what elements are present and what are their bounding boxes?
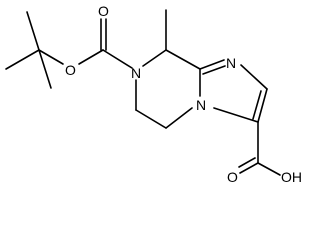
atom-n7: N <box>131 65 141 81</box>
bond-n1-c2 <box>240 64 268 90</box>
bond-carbonyl-n7 <box>102 49 133 69</box>
bond-cooh-c-o-double-2 <box>238 157 256 168</box>
atom-o-carbonyl-boc: O <box>98 3 109 19</box>
bond-tbu-o <box>38 49 64 65</box>
bond-tbu-methyl-bottom <box>38 49 52 89</box>
molecule-svg: O O N N N O OH <box>5 3 302 185</box>
atom-oh-acid: OH <box>281 169 302 185</box>
bond-c5-c6 <box>135 109 167 129</box>
bond-c8a-n1-double-2 <box>202 65 226 75</box>
bond-cooh-c-o-double-1 <box>239 162 259 174</box>
atom-o-carbonyl-acid: O <box>227 169 238 185</box>
bond-cooh-c-oh <box>257 162 281 176</box>
bond-c2-c3-double-1 <box>257 88 268 123</box>
bond-c3-n4 <box>213 107 259 123</box>
bond-c8a-n1-double-1 <box>199 59 225 70</box>
bond-n4-c5 <box>165 107 193 129</box>
bond-o-carbonyl-c <box>78 49 104 65</box>
bond-tbu-methyl-left <box>5 49 40 70</box>
bond-c8-c8a <box>165 49 201 70</box>
atom-n-imidazole: N <box>226 55 236 71</box>
bond-c2-c3-double-2 <box>252 90 262 120</box>
atom-n-bridgehead: N <box>196 97 206 113</box>
bond-n7-c8 <box>142 49 167 67</box>
structure-drawing: O O N N N O OH <box>5 3 302 185</box>
bond-tbu-methyl-top <box>26 11 40 51</box>
atom-o-ether: O <box>65 62 76 78</box>
